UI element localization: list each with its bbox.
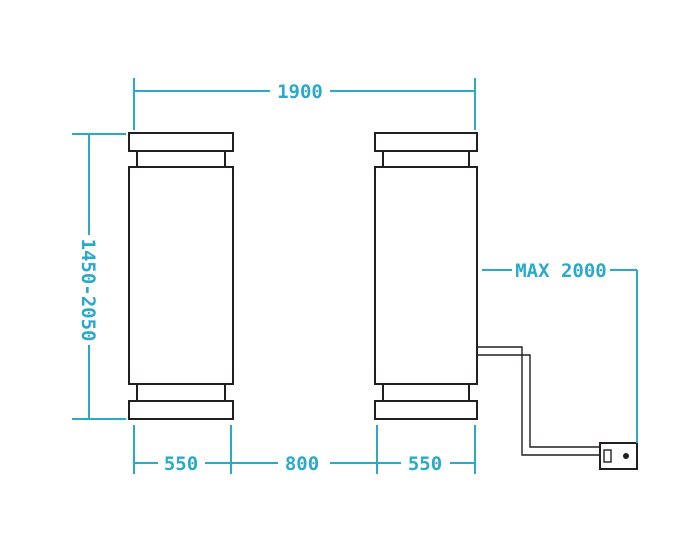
height-range-label: 1450-2050 (77, 239, 99, 342)
socket-indicator-icon (623, 453, 629, 459)
right-panel-width-label: 550 (408, 453, 442, 475)
left-panel-top-cap (128, 132, 234, 152)
right-panel-bottom-cap (374, 400, 478, 420)
right-panel-top-band (382, 150, 470, 168)
cable-inner-line (477, 354, 600, 448)
right-panel-bottom-band (382, 383, 470, 402)
gap-width-label: 800 (285, 453, 319, 475)
right-panel-body (374, 166, 478, 385)
right-panel-top-cap (374, 132, 478, 152)
socket-switch-icon (603, 449, 612, 463)
socket-box-body (599, 442, 638, 470)
cable-length-label: MAX 2000 (515, 260, 607, 282)
height-dimension: 1450-2050 (72, 133, 126, 420)
left-panel-bottom-cap (128, 400, 234, 420)
power-cable (477, 346, 600, 456)
cable-length-dimension: MAX 2000 (482, 260, 638, 443)
overall-width-label: 1900 (277, 81, 323, 103)
bottom-dimensions: 550 800 550 (133, 425, 476, 475)
left-panel-bottom-band (136, 383, 226, 402)
left-panel-top-band (136, 150, 226, 168)
right-panel (374, 132, 478, 420)
left-panel-body (128, 166, 234, 385)
left-panel (128, 132, 234, 420)
socket-box (599, 442, 638, 470)
left-panel-width-label: 550 (164, 453, 198, 475)
overall-width-dimension: 1900 (133, 78, 476, 130)
cable-outer-line (477, 346, 600, 456)
